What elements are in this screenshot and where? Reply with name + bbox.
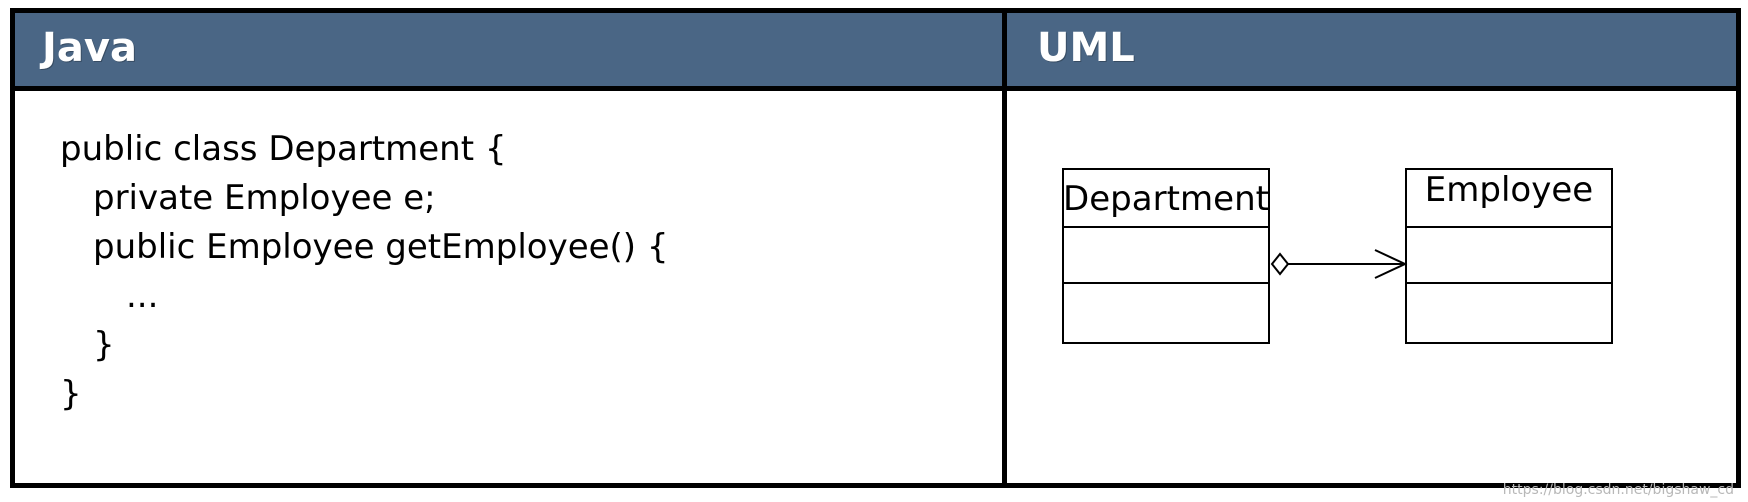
java-panel: Java public class Department { private E… <box>15 13 1007 483</box>
employee-class-name: Employee <box>1425 170 1593 210</box>
uml-diagram: Department Employee <box>1062 168 1613 344</box>
code-line-method-signature: public Employee getEmployee() { <box>93 227 669 267</box>
uml-class-employee: Employee <box>1405 168 1613 344</box>
code-line-method-close: } <box>93 325 115 365</box>
aggregation-diamond-icon <box>1270 252 1290 276</box>
code-line-field: private Employee e; <box>93 178 436 218</box>
uml-header-title: UML <box>1037 25 1135 71</box>
uml-panel: UML Department Employee <box>1007 13 1736 483</box>
comparison-table: Java public class Department { private E… <box>10 8 1741 488</box>
employee-class-box <box>1405 168 1613 344</box>
uml-header: UML <box>1007 13 1736 91</box>
java-code-block: public class Department { private Employ… <box>60 125 669 419</box>
department-class-name: Department <box>1063 179 1269 219</box>
code-line-class-declaration: public class Department { <box>60 129 507 169</box>
code-line-class-close: } <box>60 374 82 414</box>
watermark-url: https://blog.csdn.net/bigshaw_cd <box>1502 482 1734 498</box>
java-header-title: Java <box>42 25 137 71</box>
java-header: Java <box>15 13 1002 91</box>
aggregation-association <box>1270 249 1408 279</box>
code-line-method-body: ... <box>126 276 159 316</box>
open-arrowhead-icon <box>1374 249 1408 279</box>
uml-class-department: Department <box>1062 168 1270 344</box>
department-class-box <box>1062 168 1270 344</box>
